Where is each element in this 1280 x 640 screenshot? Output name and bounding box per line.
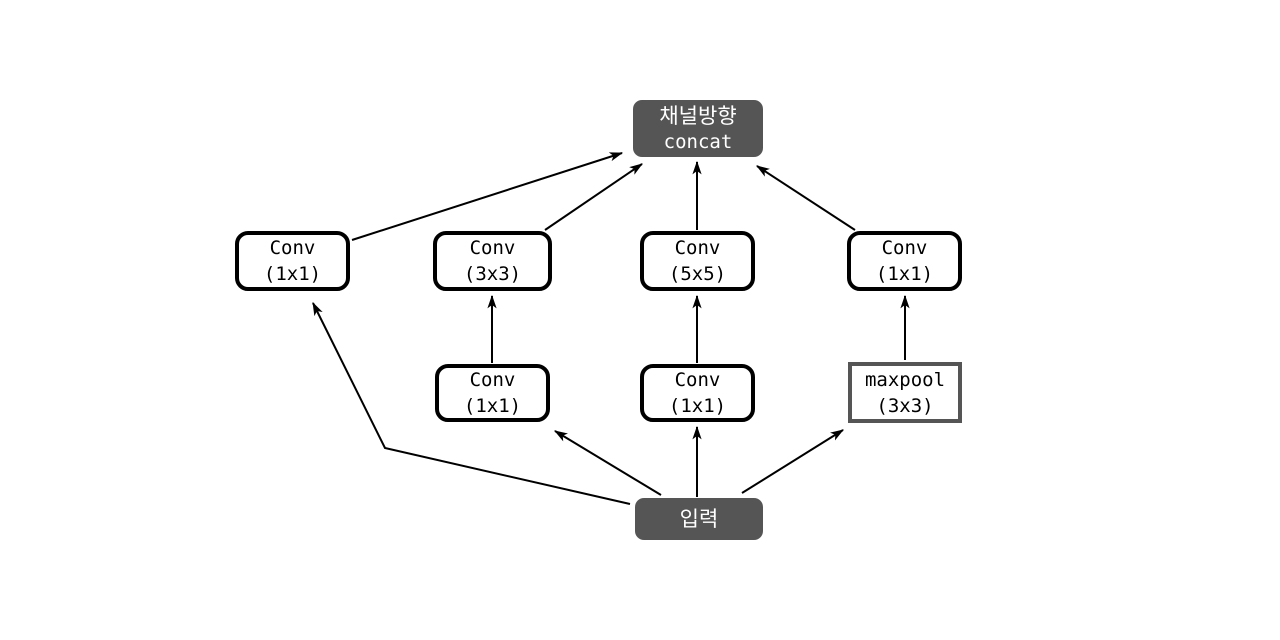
node-label: Conv	[269, 237, 316, 259]
node-label: Conv	[674, 237, 721, 259]
edge-conv1x1-left-to-concat	[351, 152, 624, 241]
node-label: Conv	[674, 369, 721, 391]
node-conv-1x1-reduce-left: Conv (1x1)	[435, 364, 550, 422]
node-concat: 채널방향 concat	[633, 100, 763, 157]
node-sublabel: (5x5)	[668, 263, 727, 285]
edge-conv1x1-right-to-concat	[756, 165, 856, 231]
node-sublabel: (1x1)	[668, 395, 727, 417]
node-label: Conv	[469, 237, 516, 259]
edge-input-to-conv1x1-a	[554, 430, 662, 496]
node-sublabel: (1x1)	[463, 395, 522, 417]
node-input-label: 입력	[679, 506, 719, 531]
node-concat-label-korean: 채널방향	[659, 103, 737, 128]
node-conv-1x1-left: Conv (1x1)	[235, 231, 350, 291]
node-conv-1x1-right: Conv (1x1)	[847, 231, 962, 291]
node-label: Conv	[469, 369, 516, 391]
node-input: 입력	[635, 498, 763, 540]
node-conv-1x1-reduce-right: Conv (1x1)	[640, 364, 755, 422]
edge-input-to-conv1x1-left	[312, 301, 631, 505]
node-sublabel: (3x3)	[463, 263, 522, 285]
node-conv-5x5: Conv (5x5)	[640, 231, 755, 291]
node-sublabel: (3x3)	[876, 394, 934, 417]
node-sublabel: (1x1)	[263, 263, 322, 285]
edge-conv3x3-to-concat	[544, 163, 643, 231]
edge-input-to-maxpool	[741, 429, 844, 494]
node-sublabel: (1x1)	[875, 263, 934, 285]
node-conv-3x3: Conv (3x3)	[433, 231, 552, 291]
node-label: Conv	[881, 237, 928, 259]
node-maxpool-3x3: maxpool (3x3)	[848, 362, 962, 423]
node-label: maxpool	[864, 368, 946, 391]
node-concat-label: concat	[663, 130, 733, 153]
